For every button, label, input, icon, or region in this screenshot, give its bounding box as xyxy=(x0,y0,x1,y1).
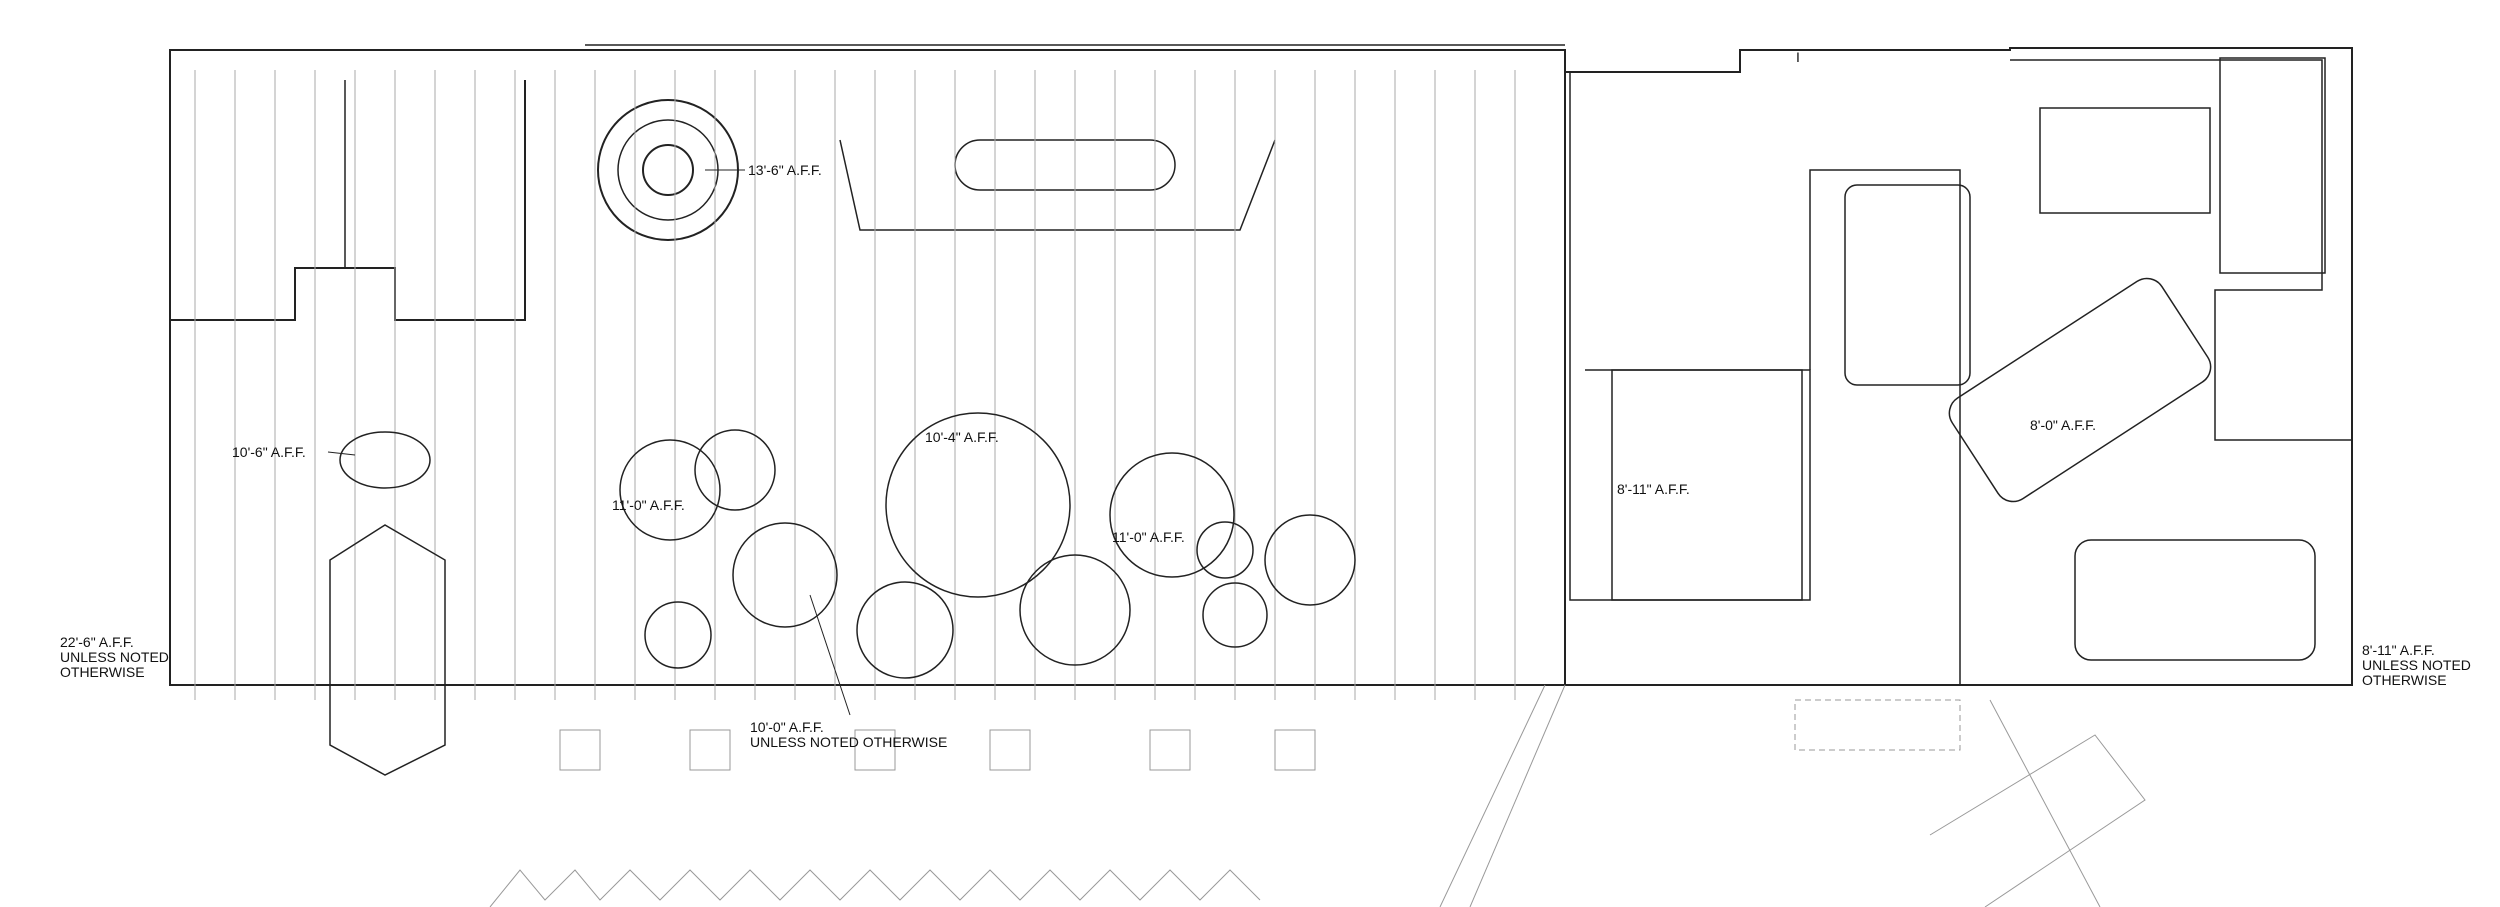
bar-island xyxy=(1844,184,1971,386)
restroom-block xyxy=(169,50,526,321)
general-note-left: 22'-6" A.F.F. UNLESS NOTED OTHERWISE xyxy=(60,635,169,680)
note-line: OTHERWISE xyxy=(60,664,145,680)
note-line: UNLESS NOTED xyxy=(2362,657,2471,673)
note-line: OTHERWISE xyxy=(2362,672,2447,688)
general-note-right: 8'-11" A.F.F. UNLESS NOTED OTHERWISE xyxy=(2362,643,2471,688)
entry-fixture-height: 10'-6" A.F.F. xyxy=(232,444,306,460)
angled-bar xyxy=(1948,277,2212,503)
entry-fixture xyxy=(339,431,431,489)
left-building-wall xyxy=(169,49,1566,686)
pendant-right-height: 11'-0" A.F.F. xyxy=(1112,529,1185,545)
pendant-left-height: 11'-0" A.F.F. xyxy=(612,497,685,513)
pendant-center-height: 10'-4" A.F.F. xyxy=(925,429,999,445)
note-line: UNLESS NOTED xyxy=(60,649,169,665)
wood-slat-grid xyxy=(1611,369,1803,601)
pendant-cluster-3 xyxy=(1109,452,1235,578)
pendant-cluster-2 xyxy=(885,412,1071,598)
general-note-center: 10'-0" A.F.F. UNLESS NOTED OTHERWISE xyxy=(750,720,947,750)
grid-zone-height: 8'-11" A.F.F. xyxy=(1617,481,1690,497)
right-building-wall xyxy=(1565,47,2353,686)
right-small-room xyxy=(2219,57,2326,274)
chandelier-inner xyxy=(642,144,694,196)
bar-zone-height: 8'-0" A.F.F. xyxy=(2030,417,2097,433)
lower-bar xyxy=(2074,539,2316,661)
right-upper-rooms xyxy=(2010,59,2352,441)
pendant-cluster-1 xyxy=(619,439,721,541)
vestibule xyxy=(329,524,446,776)
note-line: 22'-6" A.F.F. xyxy=(60,634,134,650)
chandelier-height: 13'-6" A.F.F. xyxy=(748,162,822,178)
right-corner-room xyxy=(2039,107,2211,214)
top-marker: I xyxy=(1796,49,1800,65)
note-line: UNLESS NOTED OTHERWISE xyxy=(750,734,948,750)
chandelier-ring xyxy=(617,119,719,221)
note-line: 10'-0" A.F.F. xyxy=(750,719,824,735)
note-line: 8'-11" A.F.F. xyxy=(2362,642,2435,658)
center-top-bar xyxy=(954,139,1176,191)
